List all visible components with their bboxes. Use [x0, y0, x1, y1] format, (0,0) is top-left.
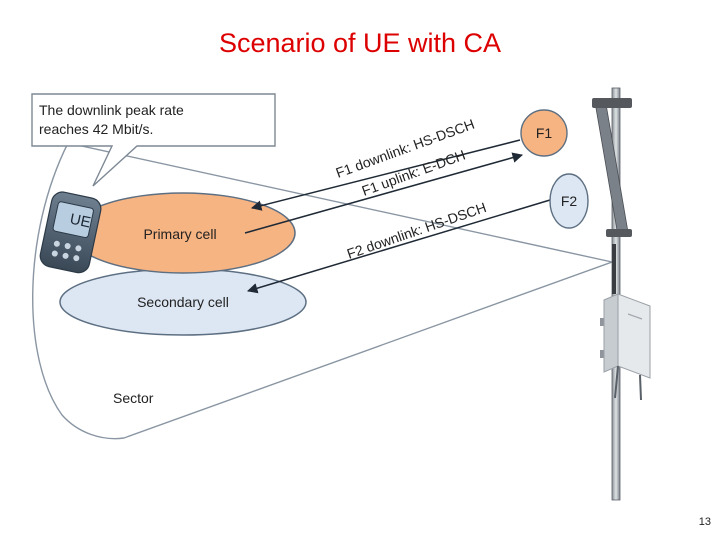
- callout-box: [31, 93, 276, 187]
- page-number: 13: [698, 516, 711, 528]
- primary-cell-label: Primary cell: [143, 226, 216, 242]
- slide-title: Scenario of UE with CA: [218, 28, 502, 58]
- secondary-cell-label: Secondary cell: [137, 294, 229, 310]
- sector-outline: [32, 142, 615, 440]
- ue-phone: [39, 191, 102, 274]
- f1-carrier-circle: [520, 109, 568, 157]
- f2-carrier-circle: [549, 173, 589, 229]
- f2-downlink-arrow: [246, 199, 551, 294]
- f1-downlink-arrow: [250, 139, 521, 211]
- f1-carrier-label: F1: [536, 125, 553, 141]
- f2-carrier-label: F2: [561, 193, 578, 209]
- callout-text-line2: reaches 42 Mbit/s.: [39, 121, 153, 137]
- ue-label: UE: [68, 211, 92, 232]
- base-station-mast: [592, 87, 632, 501]
- f1-uplink-arrow: [244, 152, 524, 234]
- callout-text-line1: The downlink peak rate: [39, 102, 184, 118]
- sector-label: Sector: [113, 390, 154, 406]
- base-station-unit: [600, 293, 651, 401]
